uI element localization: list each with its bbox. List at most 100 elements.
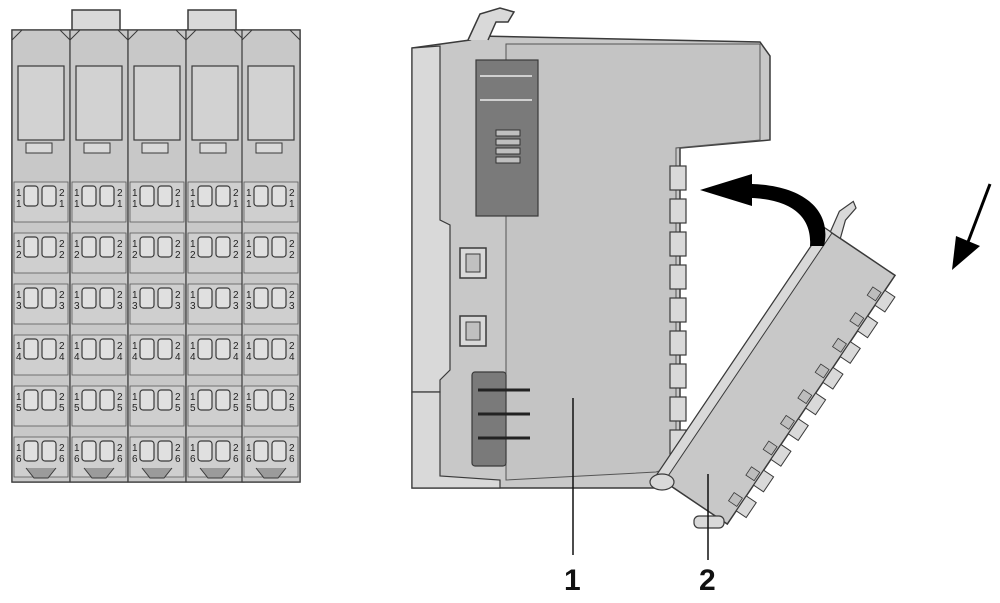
pin-number-label: 2: [289, 188, 295, 199]
pin-number-label: 2: [175, 239, 181, 250]
pin-number-label: 2: [59, 290, 65, 301]
connector-tooth: [735, 495, 757, 519]
pin-number-label: 6: [289, 454, 295, 465]
pin-number-label: 2: [289, 392, 295, 403]
pin-number-label: 1: [246, 239, 252, 250]
pin-number-label: 3: [132, 301, 138, 312]
contact-tab: [669, 165, 687, 191]
pin-number-label: 4: [175, 352, 181, 363]
callout-label-module: 1: [564, 564, 581, 597]
pin-number-label: 1: [16, 290, 22, 301]
callout-label-connector: 2: [699, 564, 716, 597]
pin-number-label: 4: [117, 352, 123, 363]
pin-number-label: 1: [74, 290, 80, 301]
pin-number-label: 1: [16, 443, 22, 454]
pin-number-label: 1: [74, 239, 80, 250]
contact-tab: [669, 198, 687, 224]
pin-number-label: 1: [246, 392, 252, 403]
pin-number-label: 3: [175, 301, 181, 312]
pin-number-label: 1: [16, 239, 22, 250]
pin-number-label: 2: [117, 290, 123, 301]
pin-number-label: 5: [175, 403, 181, 414]
pin-number-label: 5: [59, 403, 65, 414]
connector-contact: [831, 337, 847, 353]
pin-number-label: 1: [132, 392, 138, 403]
pin-number-label: 1: [74, 443, 80, 454]
contact-tab: [669, 231, 687, 257]
pin-number-label: 2: [175, 250, 181, 261]
pin-number-label: 1: [16, 199, 22, 210]
contact-tab: [669, 264, 687, 290]
pin-number-label: 3: [117, 301, 123, 312]
pin-number-label: 5: [117, 403, 123, 414]
pin-number-label: 2: [59, 188, 65, 199]
contact-tab: [669, 330, 687, 356]
pin-number-label: 4: [59, 352, 65, 363]
pin-number-label: 2: [175, 443, 181, 454]
pin-number-label: 4: [246, 352, 252, 363]
pin-number-label: 2: [59, 239, 65, 250]
connector-tooth: [770, 443, 792, 467]
pin-number-label: 2: [233, 250, 239, 261]
pin-number-label: 2: [59, 443, 65, 454]
pin-number-label: 1: [132, 188, 138, 199]
pin-number-label: 1: [132, 341, 138, 352]
connector-contact: [797, 389, 813, 405]
pin-number-label: 1: [74, 392, 80, 403]
contact-tab: [669, 297, 687, 323]
pin-number-label: 1: [132, 239, 138, 250]
pin-number-label: 4: [233, 352, 239, 363]
pin-number-label: 6: [16, 454, 22, 465]
pin-number-label: 2: [289, 341, 295, 352]
connector-contact: [866, 286, 882, 302]
pin-number-label: 2: [233, 290, 239, 301]
pin-number-label: 2: [190, 250, 196, 261]
connector-contact: [762, 440, 778, 456]
pin-number-label: 2: [117, 443, 123, 454]
pin-number-label: 1: [246, 443, 252, 454]
pin-number-label: 1: [132, 443, 138, 454]
pin-number-label: 1: [190, 188, 196, 199]
pin-number-label: 1: [190, 199, 196, 210]
pin-number-label: 2: [59, 341, 65, 352]
pin-number-label: 5: [233, 403, 239, 414]
pin-number-label: 2: [233, 392, 239, 403]
pin-number-label: 1: [190, 443, 196, 454]
pin-number-label: 2: [233, 341, 239, 352]
contact-tab: [669, 363, 687, 389]
connector-tooth: [822, 366, 844, 390]
pin-number-label: 1: [246, 290, 252, 301]
pin-number-label: 4: [132, 352, 138, 363]
connector-tooth: [856, 315, 879, 339]
pin-number-label: 4: [74, 352, 80, 363]
pin-number-label: 6: [175, 454, 181, 465]
pin-number-label: 2: [117, 188, 123, 199]
pin-number-label: 2: [246, 250, 252, 261]
pin-number-label: 6: [246, 454, 252, 465]
pin-number-label: 1: [74, 188, 80, 199]
connector-tooth: [804, 392, 827, 416]
pin-number-label: 1: [246, 199, 252, 210]
